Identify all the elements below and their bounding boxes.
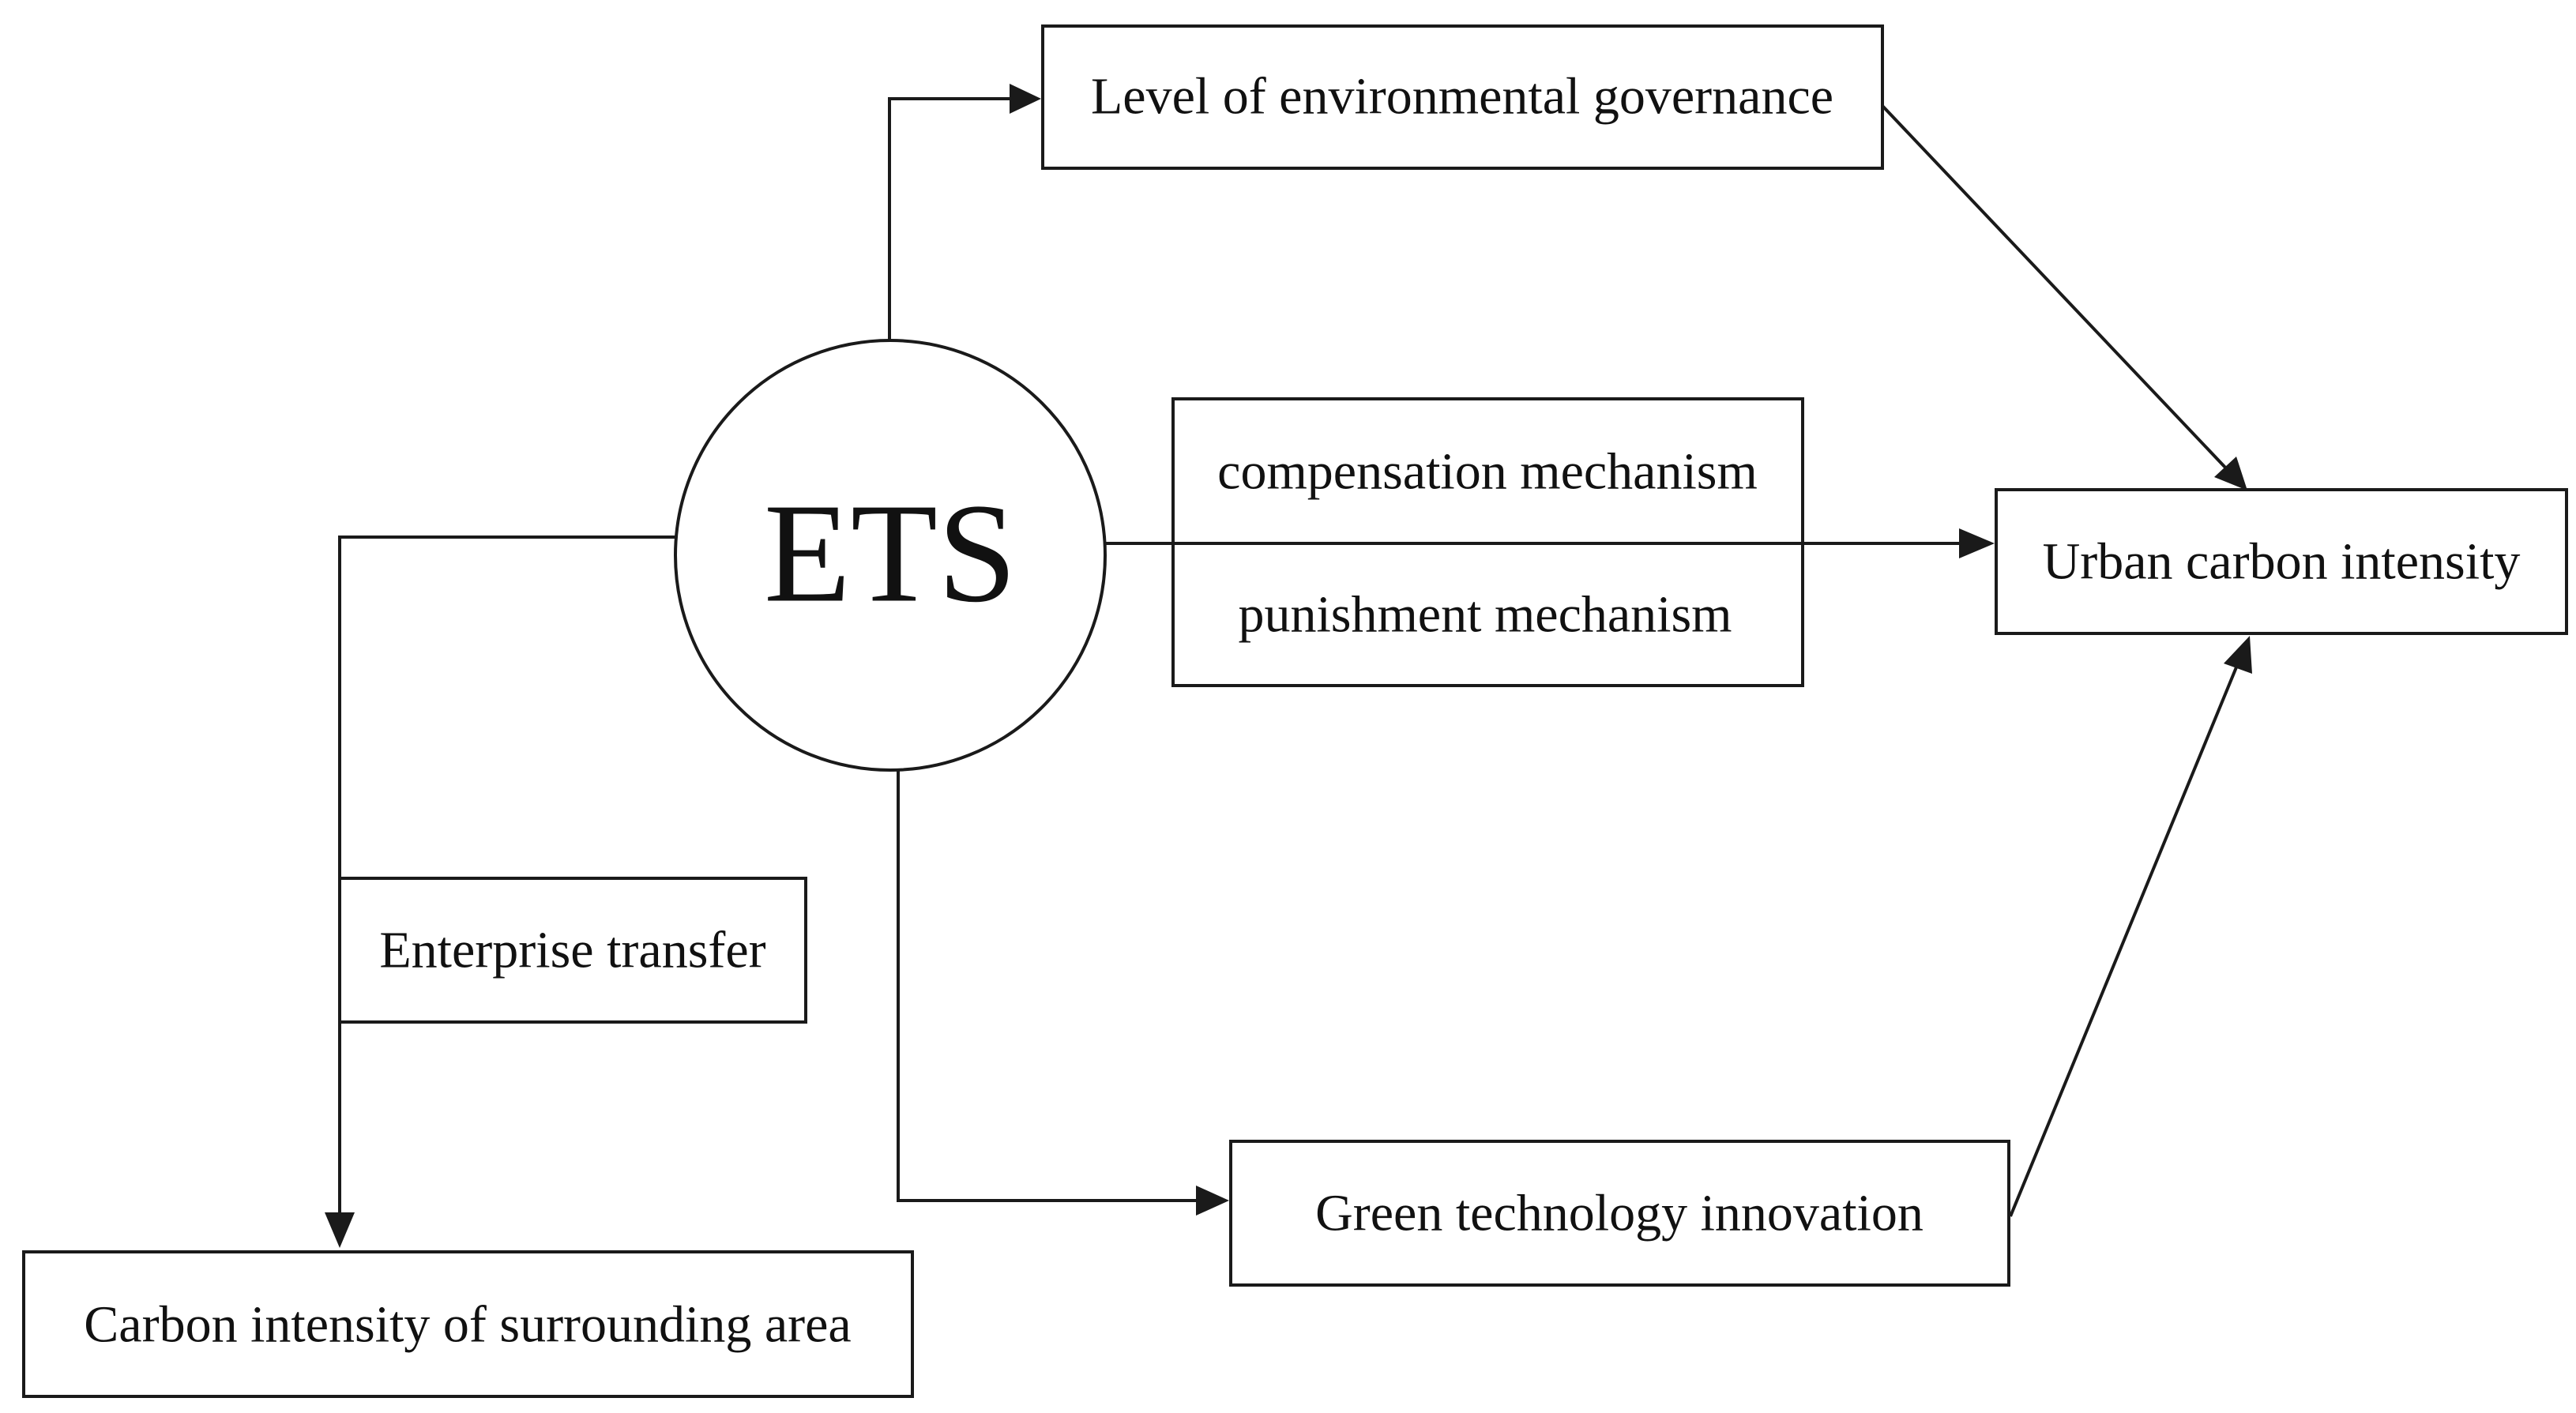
- edge-ets-to-green: [897, 770, 1205, 1202]
- urban-carbon-intensity-label: Urban carbon intensity: [2043, 533, 2521, 591]
- ets-node: ETS: [674, 339, 1107, 772]
- surrounding-area-label: Carbon intensity of surrounding area: [84, 1296, 851, 1354]
- mechanism-node: compensation mechanism punishment mechan…: [1171, 397, 1804, 687]
- arrowhead-urban-bottom: [2224, 636, 2252, 674]
- arrowhead-urban-left: [1959, 528, 1995, 558]
- enterprise-transfer-label: Enterprise transfer: [379, 922, 765, 979]
- compensation-mechanism-label: compensation mechanism: [1217, 443, 1758, 501]
- ets-label: ETS: [764, 475, 1017, 632]
- green-technology-label: Green technology innovation: [1315, 1185, 1924, 1242]
- governance-node: Level of environmental governance: [1041, 24, 1884, 170]
- edge-governance-to-urban: [1881, 104, 2229, 472]
- enterprise-transfer-node: Enterprise transfer: [338, 877, 807, 1024]
- green-technology-node: Green technology innovation: [1229, 1140, 2010, 1287]
- governance-label: Level of environmental governance: [1091, 68, 1833, 126]
- arrowhead-green: [1196, 1186, 1229, 1216]
- urban-carbon-intensity-node: Urban carbon intensity: [1995, 488, 2568, 635]
- arrowhead-urban-top: [2214, 457, 2247, 490]
- edge-ets-to-governance: [888, 97, 1019, 340]
- arrowhead-surrounding: [325, 1212, 355, 1248]
- punishment-mechanism-label: punishment mechanism: [1238, 586, 1732, 644]
- surrounding-area-node: Carbon intensity of surrounding area: [22, 1250, 914, 1398]
- arrowhead-governance: [1010, 84, 1041, 114]
- edge-green-to-urban: [2009, 663, 2239, 1217]
